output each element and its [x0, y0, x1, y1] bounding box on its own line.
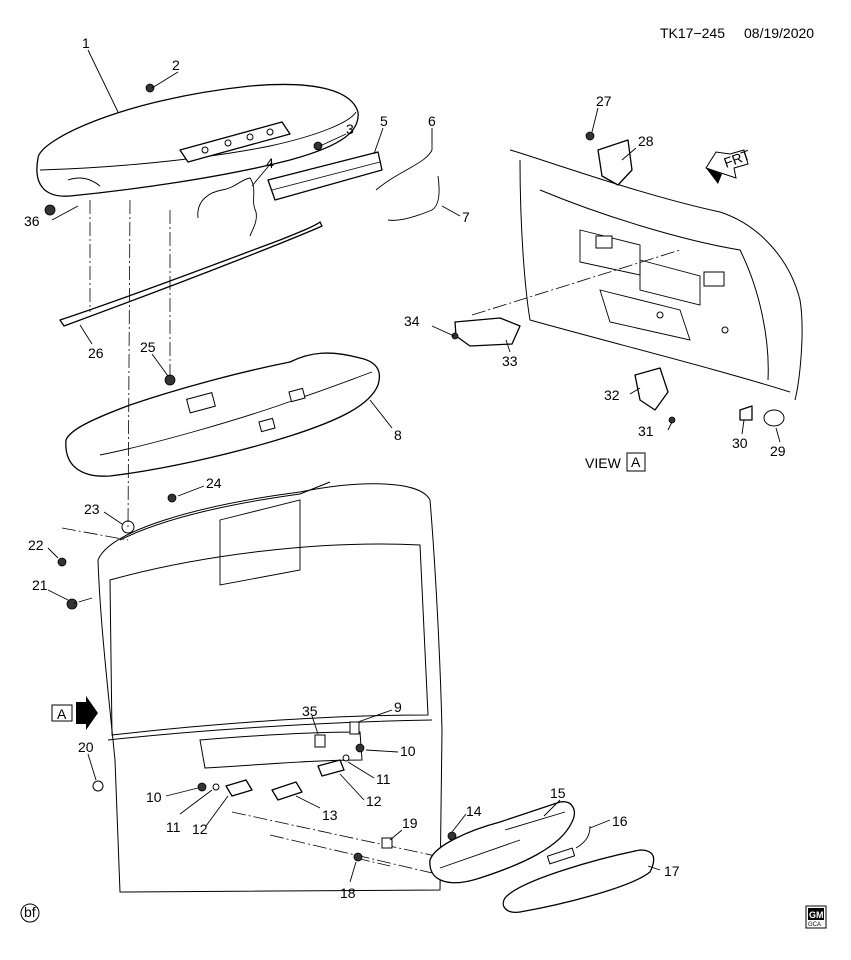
socket-part-10-right: [355, 743, 365, 753]
callout-32: 32: [604, 387, 620, 403]
corner-mark-circle: [20, 903, 40, 923]
callout-12-left: 12: [192, 821, 208, 837]
bumper-part-21: [66, 598, 78, 610]
callout-23: 23: [84, 501, 100, 517]
clip-part-9: [349, 721, 360, 735]
callout-28: 28: [638, 133, 654, 149]
fastener-part-2: [145, 83, 155, 93]
callout-35: 35: [302, 703, 318, 719]
bolt-part-27: [585, 131, 595, 141]
bolt-part-24: [167, 493, 177, 503]
leader-lines: [47, 49, 781, 883]
callout-4: 4: [266, 155, 274, 171]
socket-part-10-left: [197, 782, 207, 792]
latch-part-28: [597, 139, 633, 186]
handle-housing-part-15: [429, 801, 575, 884]
spoiler-panel-part-8: [65, 352, 381, 477]
washer-part-23: [121, 520, 135, 534]
callout-7: 7: [462, 209, 470, 225]
callout-numbers: 1 2 3 4 5 6 7 8 9 10 10 11 11 12 12 13 1…: [24, 35, 786, 901]
bolt-part-22: [57, 557, 67, 567]
gm-logo-text: GM: [809, 910, 824, 920]
nut-part-36: [44, 204, 56, 216]
callout-22: 22: [28, 537, 44, 553]
callout-5: 5: [380, 113, 388, 129]
view-a-letter: A: [631, 454, 641, 470]
diagram-id: TK17−245: [660, 25, 725, 41]
bulb-part-11-left: [212, 783, 220, 791]
callout-2: 2: [172, 57, 180, 73]
callout-12-right: 12: [366, 793, 382, 809]
callout-30: 30: [732, 435, 748, 451]
callout-29: 29: [770, 443, 786, 459]
callout-17: 17: [664, 863, 680, 879]
callout-31: 31: [638, 423, 654, 439]
callout-27: 27: [596, 93, 612, 109]
lamp-part-12-left: [225, 779, 253, 797]
callout-20: 20: [78, 739, 94, 755]
callout-26: 26: [88, 345, 104, 361]
callout-24: 24: [206, 475, 222, 491]
bulb-part-11-right: [342, 754, 350, 762]
callout-11-left: 11: [166, 819, 181, 835]
view-a-label: VIEW: [585, 455, 622, 471]
lamp-part-12-right: [317, 759, 345, 777]
view-a-letter-box: [626, 452, 646, 472]
callout-33: 33: [502, 353, 518, 369]
callout-21: 21: [32, 577, 48, 593]
callout-25: 25: [140, 339, 156, 355]
view-a-detail: [509, 149, 803, 401]
view-a-alignment: [471, 249, 681, 316]
spoiler-part: [36, 83, 359, 197]
nut-part-3: [313, 141, 323, 151]
alignment-lines: [61, 199, 446, 877]
gm-logo-subtext: GCA: [808, 922, 821, 928]
callout-19: 19: [402, 815, 418, 831]
callout-3: 3: [346, 121, 354, 137]
nut-part-25: [164, 374, 176, 386]
front-direction-arrow: [705, 149, 749, 184]
brake-lamp-part-5: [267, 151, 383, 201]
gm-logo: [805, 905, 827, 929]
view-a-arrow: [51, 696, 98, 730]
liftgate-panel: [97, 481, 443, 893]
callout-8: 8: [394, 427, 402, 443]
bumper-part-30: [739, 405, 753, 421]
clip-part-35: [314, 734, 326, 748]
latch-part-32: [634, 367, 669, 411]
garnish-part-17: [502, 849, 655, 913]
callout-36: 36: [24, 213, 40, 229]
callout-1: 1: [82, 35, 90, 51]
callout-9: 9: [394, 699, 402, 715]
seal-strip-part-26: [59, 221, 323, 327]
bracket-part-33: [454, 317, 521, 347]
clip-part-19: [381, 837, 393, 849]
callout-13: 13: [322, 807, 338, 823]
callout-14: 14: [466, 803, 482, 819]
bumper-part-20: [92, 780, 104, 792]
callout-34: 34: [404, 313, 420, 329]
bumper-part-29: [763, 409, 785, 427]
corner-mark: bf: [24, 904, 36, 920]
bolt-part-18: [353, 852, 363, 862]
callout-10-left: 10: [146, 789, 162, 805]
camera-part-13: [271, 781, 303, 801]
callout-18: 18: [340, 885, 356, 901]
hose-part-7: [387, 175, 440, 221]
harness-part-4: [197, 177, 257, 237]
callout-6: 6: [428, 113, 436, 129]
callout-10-right: 10: [400, 743, 416, 759]
callout-16: 16: [612, 813, 628, 829]
hose-part-6: [375, 149, 433, 191]
callout-15: 15: [550, 785, 566, 801]
callout-11-right: 11: [376, 771, 391, 787]
bolt-part-34: [451, 332, 459, 340]
switch-part-16: [546, 847, 576, 865]
view-a-arrow-letter: A: [57, 706, 67, 722]
diagram-date: 08/19/2020: [744, 25, 814, 41]
